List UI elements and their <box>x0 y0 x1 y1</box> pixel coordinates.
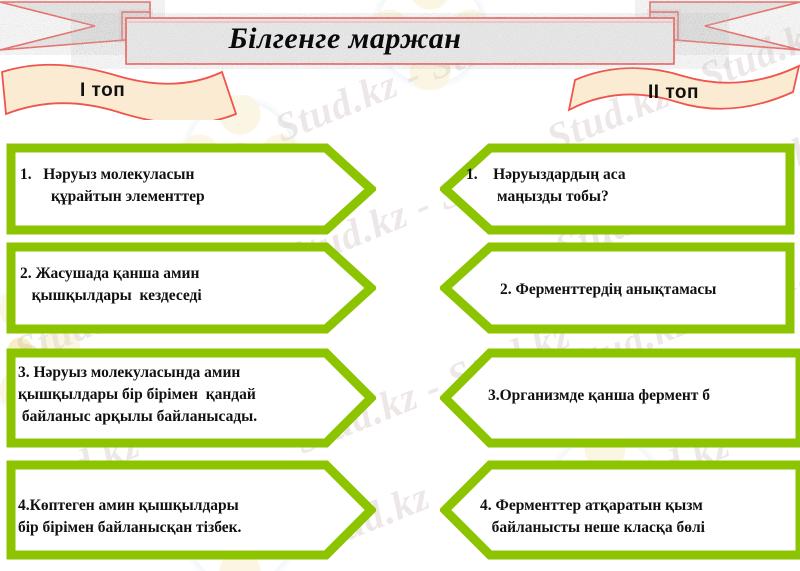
team-banner-right <box>565 58 800 120</box>
team-label-left: I топ <box>80 80 126 101</box>
team-banner-right-shape <box>567 64 800 112</box>
question-box-left-1-shape <box>6 143 376 235</box>
question-box-left-3-shape <box>6 348 376 448</box>
question-box-right-2[interactable]: 2. Ферменттердің анықтамасы <box>440 242 795 334</box>
title-ribbon-shape <box>0 1 800 65</box>
question-box-right-1-line1: 1. Нәруыздардың аса <box>466 166 626 183</box>
question-box-right-4-shape <box>440 460 800 560</box>
question-box-right-4-line2: байланысты неше класқа бөлі <box>480 519 705 536</box>
question-box-left-3-line1: 3. Нәруыз молекуласында амин <box>18 364 241 381</box>
question-box-left-4[interactable]: 4.Көптеген амин қышқылдары бір бірімен б… <box>6 460 376 560</box>
question-box-left-1-line2: құрайтын элементтер <box>20 188 205 205</box>
question-box-left-2-line1: 2. Жасушада қанша амин <box>20 265 200 282</box>
question-box-left-3-line2: қышқылдары бір бірімен қандай <box>18 386 256 403</box>
question-box-left-4-line2: бір бірімен байланысқан тізбек. <box>18 519 242 536</box>
team-banner-left-shape <box>1 63 238 120</box>
team-banner-left <box>0 58 240 120</box>
question-box-left-4-line1: 4.Көптеген амин қышқылдары <box>18 497 239 514</box>
question-box-right-2-shape <box>440 242 795 334</box>
question-box-right-1-line2: маңызды тобы? <box>466 188 609 205</box>
question-box-left-2-line2: қышқылдары кездеседі <box>20 287 202 304</box>
question-box-left-2[interactable]: 2. Жасушада қанша амин қышқылдары кездес… <box>6 242 376 334</box>
question-box-right-3-line1: 3.Организмде қанша фермент б <box>488 387 711 404</box>
question-box-left-1-line1: 1. Нәруыз молекуласын <box>20 166 195 183</box>
question-box-left-4-shape <box>6 460 376 560</box>
question-box-right-1-shape <box>440 143 795 235</box>
team-label-right: II топ <box>648 82 699 103</box>
question-box-right-1[interactable]: 1. Нәруыздардың аса маңызды тобы? <box>440 143 795 235</box>
question-box-right-4-line1: 4. Ферменттер атқаратын қызм <box>480 497 703 514</box>
page-title: Білгенге маржан <box>228 22 462 55</box>
question-box-left-3[interactable]: 3. Нәруыз молекуласында амин қышқылдары … <box>6 348 376 448</box>
question-box-right-3[interactable]: 3.Организмде қанша фермент б <box>440 348 800 448</box>
question-box-left-3-line3: байланыс арқылы байланысады. <box>18 408 258 425</box>
title-ribbon: Білгенге маржан <box>0 0 800 70</box>
question-box-left-2-shape <box>6 242 376 334</box>
question-box-right-3-shape <box>440 348 800 448</box>
question-box-right-4[interactable]: 4. Ферменттер атқаратын қызм байланысты … <box>440 460 800 560</box>
question-box-left-1[interactable]: 1. Нәруыз молекуласын құрайтын элементте… <box>6 143 376 235</box>
question-box-right-2-line1: 2. Ферменттердің анықтамасы <box>500 281 717 298</box>
